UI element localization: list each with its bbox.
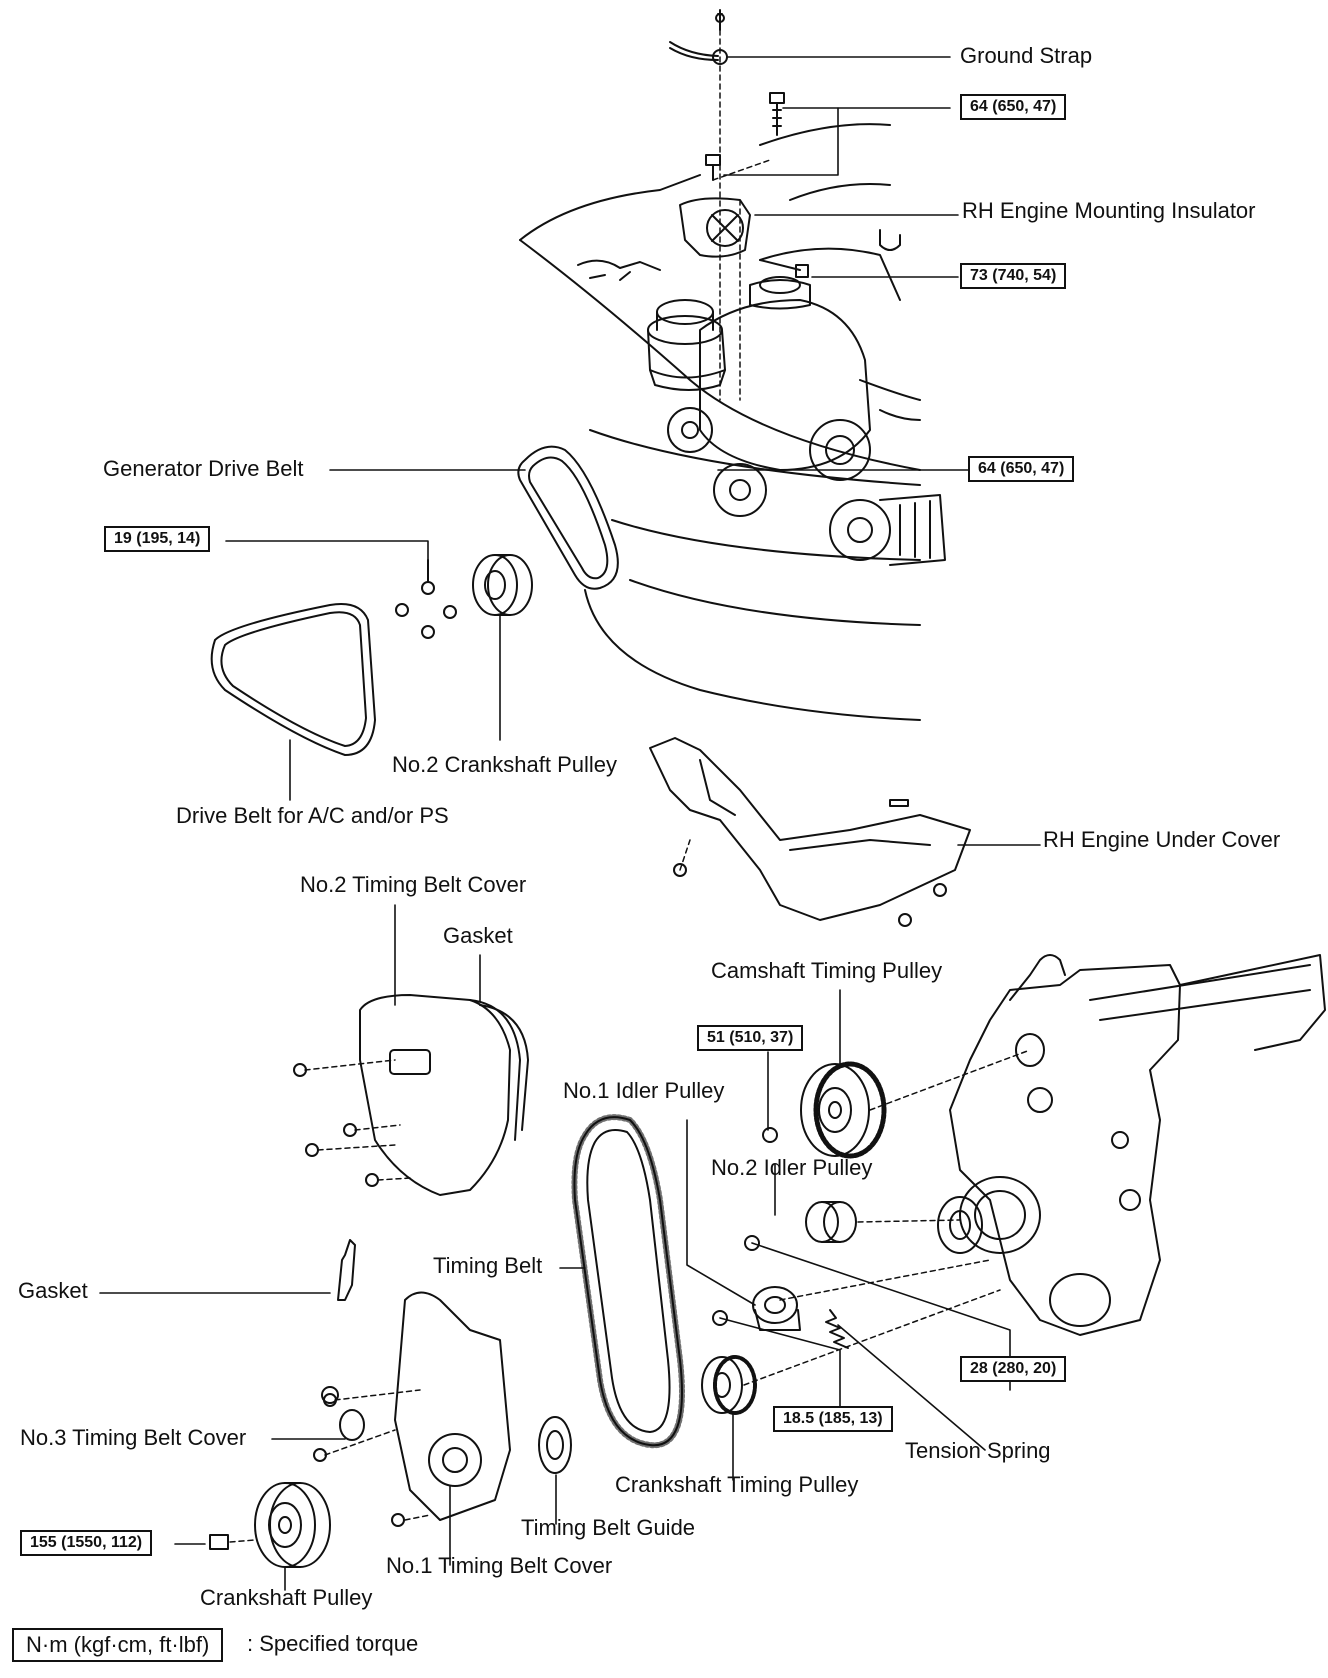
label-timing-belt: Timing Belt (433, 1253, 543, 1278)
ground-strap-part (669, 9, 728, 65)
engine-body-outline (519, 123, 921, 721)
mount-bolts (705, 92, 785, 181)
label-no2-idler-pulley: No.2 Idler Pulley (711, 1155, 873, 1180)
torque-crank-pulley-bolt: 155 (1550, 112) (20, 1530, 153, 1556)
engine-block-lower (937, 954, 1326, 1336)
no2-crankshaft-pulley-part (472, 554, 533, 616)
label-no3-timing-belt-cover: No.3 Timing Belt Cover (20, 1425, 247, 1450)
camshaft-timing-pulley-part (762, 1061, 887, 1159)
rh-engine-under-cover-part (649, 737, 971, 927)
label-no1-idler-pulley: No.1 Idler Pulley (563, 1078, 725, 1103)
torque-mount-bolts-top: 64 (650, 47) (960, 94, 1067, 120)
torque-bracket-bolt: 64 (650, 47) (968, 456, 1075, 482)
torque-idler-bolt-18: 18.5 (185, 13) (773, 1406, 893, 1432)
ac-ps-drive-belt-part (210, 603, 376, 756)
label-drive-belt-ac-ps: Drive Belt for A/C and/or PS (176, 803, 449, 828)
label-crankshaft-timing-pulley: Crankshaft Timing Pulley (615, 1472, 859, 1497)
torque-camshaft-pulley-bolt: 51 (510, 37) (697, 1025, 804, 1051)
tension-spring-part (825, 1309, 849, 1349)
legend-caption: : Specified torque (247, 1631, 419, 1656)
engine-head (667, 276, 946, 566)
generator-drive-belt-part (517, 445, 619, 590)
timing-belt-part (571, 1114, 685, 1449)
no1-timing-belt-cover-part (313, 1291, 511, 1527)
label-gasket-lower: Gasket (18, 1278, 88, 1303)
no3-timing-belt-cover-part (339, 1409, 365, 1441)
label-no2-crankshaft-pulley: No.2 Crankshaft Pulley (392, 752, 617, 777)
label-no1-timing-belt-cover: No.1 Timing Belt Cover (386, 1553, 613, 1578)
label-rh-engine-mounting-insulator: RH Engine Mounting Insulator (962, 198, 1256, 223)
alignment-lines (229, 29, 1031, 1543)
leader-lines (99, 56, 1041, 1591)
fluid-reservoir (647, 299, 726, 391)
no2-idler-pulley-part (744, 1201, 857, 1251)
torque-mount-bolt-insulator: 73 (740, 54) (960, 263, 1067, 289)
label-rh-engine-under-cover: RH Engine Under Cover (1043, 827, 1281, 852)
timing-belt-guide-part (538, 1416, 572, 1474)
label-ground-strap: Ground Strap (960, 43, 1093, 68)
label-generator-drive-belt: Generator Drive Belt (103, 456, 304, 481)
no2-pulley-bolts (395, 559, 457, 639)
torque-idler-bolt-28: 28 (280, 20) (960, 1356, 1067, 1382)
lower-gasket-part (337, 1239, 356, 1301)
label-gasket-upper: Gasket (443, 923, 513, 948)
legend-unit-box: N·m (kgf·cm, ft·lbf) (12, 1628, 224, 1662)
crankshaft-pulley-part (209, 1482, 331, 1568)
label-no2-timing-belt-cover: No.2 Timing Belt Cover (300, 872, 527, 897)
crankshaft-timing-pulley-part (701, 1355, 757, 1415)
torque-no2-crank-pulley-bolts: 19 (195, 14) (104, 526, 211, 552)
label-crankshaft-pulley: Crankshaft Pulley (200, 1585, 373, 1610)
label-timing-belt-guide: Timing Belt Guide (521, 1515, 696, 1540)
label-tension-spring: Tension Spring (905, 1438, 1051, 1463)
no1-idler-pulley-part (712, 1286, 801, 1331)
no2-timing-belt-cover-part (293, 994, 529, 1196)
label-camshaft-timing-pulley: Camshaft Timing Pulley (711, 958, 943, 983)
mounting-insulator-part (679, 197, 809, 278)
